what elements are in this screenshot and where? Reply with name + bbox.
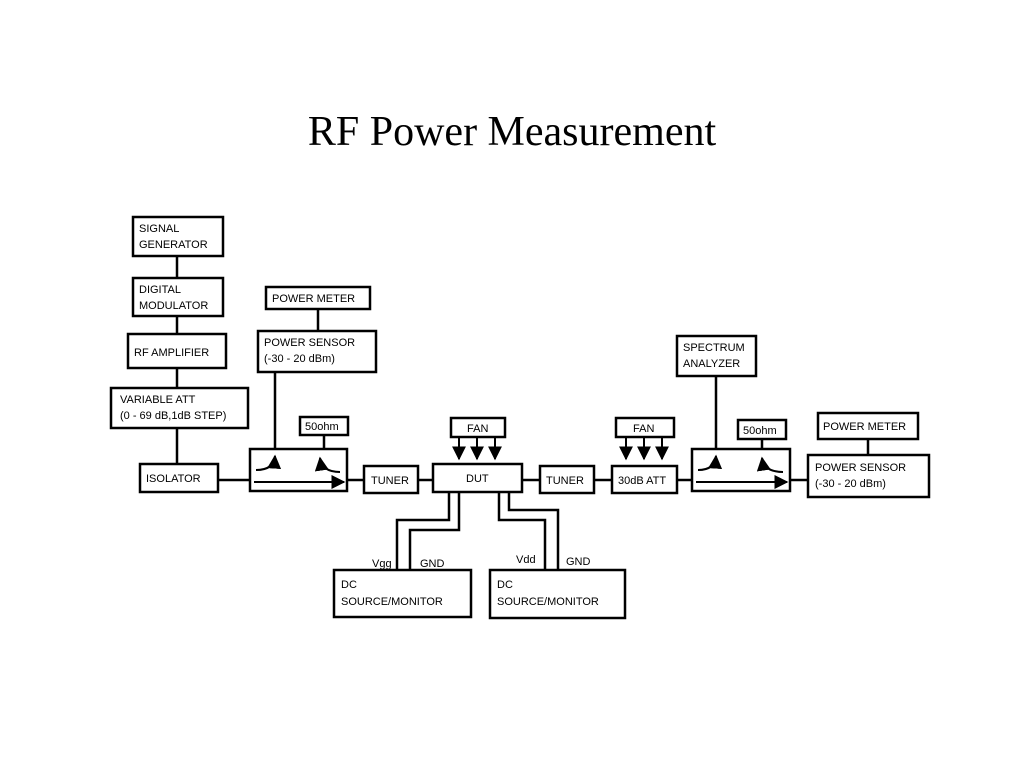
power-sensor-left-label-2: (-30 - 20 dBm): [264, 353, 335, 365]
dc-source-left-label-1: DC: [341, 579, 357, 591]
load-50ohm-left-block: 50ohm: [298, 415, 350, 437]
tuner-left-label: TUNER: [371, 475, 409, 487]
vdd-label: Vdd: [516, 554, 536, 566]
variable-att-label-2: (0 - 69 dB,1dB STEP): [120, 410, 226, 422]
att-30db-label: 30dB ATT: [618, 475, 666, 487]
gnd-left-label: GND: [420, 558, 445, 570]
spectrum-analyzer-block: SPECTRUM ANALYZER: [675, 334, 758, 378]
spectrum-analyzer-label-1: SPECTRUM: [683, 342, 745, 354]
isolator-label: ISOLATOR: [146, 473, 201, 485]
dut-label: DUT: [466, 473, 489, 485]
power-sensor-left-label-1: POWER SENSOR: [264, 337, 355, 349]
att-30db-block: 30dB ATT: [610, 464, 679, 495]
load-50ohm-right-block: 50ohm: [736, 418, 788, 441]
connections: [175, 256, 870, 570]
bias-pin-labels: Vgg GND Vdd GND: [372, 554, 591, 570]
load-50ohm-left-label: 50ohm: [305, 421, 339, 433]
power-meter-left-label: POWER METER: [272, 293, 355, 305]
isolator-block: ISOLATOR: [138, 462, 220, 494]
rf-amplifier-block: RF AMPLIFIER: [126, 332, 228, 370]
signal-generator-label-1: SIGNAL: [139, 223, 179, 235]
dut-block: DUT: [431, 462, 524, 494]
power-sensor-left-block: POWER SENSOR (-30 - 20 dBm): [256, 329, 378, 374]
dc-source-right-label-2: SOURCE/MONITOR: [497, 596, 599, 608]
variable-att-label-1: VARIABLE ATT: [120, 394, 196, 406]
vgg-label: Vgg: [372, 558, 392, 570]
fan-left-arrows: [452, 437, 502, 461]
gnd-right-label: GND: [566, 556, 591, 568]
power-meter-right-block: POWER METER: [816, 411, 920, 441]
spectrum-analyzer-label-2: ANALYZER: [683, 358, 740, 370]
digital-modulator-label-2: MODULATOR: [139, 300, 208, 312]
digital-modulator-label-1: DIGITAL: [139, 284, 181, 296]
variable-att-block: VARIABLE ATT (0 - 69 dB,1dB STEP): [109, 386, 250, 430]
tuner-left-block: TUNER: [362, 464, 420, 495]
signal-generator-block: SIGNAL GENERATOR: [131, 215, 225, 258]
power-meter-right-label: POWER METER: [823, 421, 906, 433]
dc-source-left-label-2: SOURCE/MONITOR: [341, 596, 443, 608]
fan-left-block: FAN: [449, 416, 507, 439]
power-meter-left-block: POWER METER: [264, 285, 372, 311]
slide-title: RF Power Measurement: [307, 109, 717, 155]
dc-source-right-label-1: DC: [497, 579, 513, 591]
power-sensor-right-block: POWER SENSOR (-30 - 20 dBm): [806, 453, 931, 499]
directional-coupler-right: [690, 447, 792, 493]
rf-amplifier-label: RF AMPLIFIER: [134, 347, 209, 359]
dc-source-left-block: DC SOURCE/MONITOR: [332, 568, 473, 619]
tuner-right-block: TUNER: [538, 464, 596, 495]
power-sensor-right-label-2: (-30 - 20 dBm): [815, 478, 886, 490]
power-sensor-right-label-1: POWER SENSOR: [815, 462, 906, 474]
signal-generator-label-2: GENERATOR: [139, 239, 208, 251]
tuner-right-label: TUNER: [546, 475, 584, 487]
fan-right-arrows: [619, 437, 669, 461]
fan-left-label: FAN: [467, 423, 488, 435]
dc-source-right-block: DC SOURCE/MONITOR: [488, 568, 627, 620]
fan-right-block: FAN: [614, 416, 676, 439]
fan-right-label: FAN: [633, 423, 654, 435]
load-50ohm-right-label: 50ohm: [743, 425, 777, 437]
directional-coupler-left: [248, 447, 349, 493]
digital-modulator-block: DIGITAL MODULATOR: [131, 276, 225, 318]
